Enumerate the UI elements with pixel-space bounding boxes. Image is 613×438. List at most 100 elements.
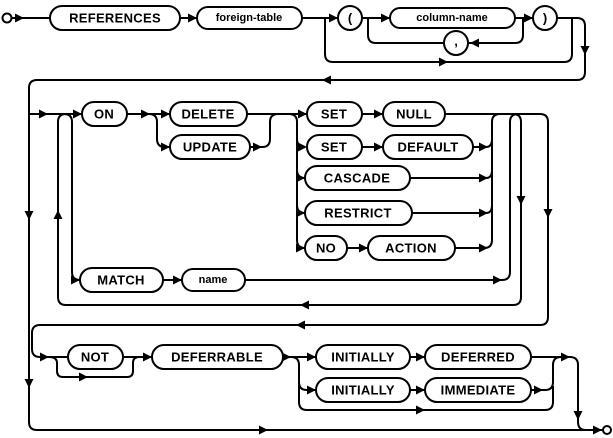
keyword-label: UPDATE (183, 140, 237, 155)
arrow-right (161, 142, 170, 152)
arrow-right (416, 405, 425, 415)
arrow-right (381, 13, 390, 23)
punct-label: , (454, 34, 458, 49)
node-close-paren: ) (532, 5, 558, 31)
arrow-right (479, 243, 488, 253)
arrow-right (143, 352, 152, 362)
keyword-box (67, 344, 124, 370)
node-deferred: DEFERRED (424, 344, 532, 370)
keyword-label: CASCADE (324, 171, 390, 186)
flow-arrows (15, 13, 602, 435)
arrow-right (39, 109, 48, 119)
keyword-label: DEFERRABLE (171, 350, 263, 365)
keyword-box (382, 134, 474, 160)
arrow-right (329, 13, 338, 23)
keyword-box (151, 344, 284, 370)
arrow-down (580, 46, 590, 55)
keyword-box (169, 134, 251, 160)
keyword-label: DEFAULT (397, 140, 458, 155)
keyword-box (81, 101, 128, 127)
arrow-right (307, 352, 316, 362)
arrow-right (359, 243, 368, 253)
keyword-label: IMMEDIATE (441, 383, 516, 398)
keyword-label: DEFERRED (441, 350, 515, 365)
arrow-right (71, 275, 80, 285)
arrow-right (307, 385, 316, 395)
update-split (148, 113, 170, 148)
keyword-box (306, 101, 363, 127)
main-line (11, 17, 603, 431)
node-restrict: RESTRICT (304, 200, 413, 226)
node-initially-2: INITIALLY (315, 377, 411, 403)
keyword-label: SET (321, 107, 347, 122)
paren-bypass (324, 18, 573, 63)
node-no: NO (304, 235, 348, 261)
keyword-label: ACTION (385, 241, 437, 256)
keyword-box (79, 267, 164, 293)
keyword-box (304, 200, 413, 226)
nonterminal-label: name (199, 274, 228, 286)
start-terminal-icon (1, 12, 13, 24)
keyword-label: DELETE (181, 107, 234, 122)
node-action: ACTION (367, 235, 456, 261)
loop-return (57, 113, 522, 306)
arrow-right (479, 173, 488, 183)
arrow-left (322, 75, 331, 85)
keyword-box (424, 344, 532, 370)
nonterminal-box (181, 268, 246, 292)
keyword-box (424, 377, 532, 403)
keyword-label: SET (321, 140, 347, 155)
keyword-label: NULL (396, 107, 432, 122)
node-comma: , (443, 30, 469, 56)
keyword-box (306, 134, 363, 160)
arrow-right (259, 425, 268, 435)
actions-exit (31, 113, 549, 358)
node-match: MATCH (79, 267, 164, 293)
arrow-right (524, 13, 533, 23)
arrow-right (40, 352, 49, 362)
arrow-right (298, 142, 307, 152)
arrow-up (53, 210, 63, 219)
node-immediate: IMMEDIATE (424, 377, 532, 403)
nonterminal-label: foreign-table (216, 12, 283, 24)
arrow-right (374, 109, 383, 119)
node-deferrable: DEFERRABLE (151, 344, 284, 370)
node-null: NULL (382, 101, 446, 127)
match-merge-up (245, 113, 519, 281)
node-delete: DELETE (169, 101, 248, 127)
node-foreign-table: foreign-table (196, 6, 303, 30)
keyword-box (367, 235, 456, 261)
arrow-right (141, 109, 150, 119)
end-terminal-icon (602, 425, 612, 435)
arrow-down (516, 196, 526, 205)
node-column-name: column-name (389, 7, 516, 29)
arrow-right (479, 142, 488, 152)
arrow-right (161, 109, 170, 119)
arrow-right (15, 13, 24, 23)
arrow-right (298, 109, 307, 119)
arrow-right (253, 142, 262, 152)
arrow-left (470, 38, 479, 48)
keyword-label: NO (316, 241, 336, 256)
arrow-right (296, 243, 305, 253)
punct-box (443, 30, 469, 56)
arrow-right (561, 352, 570, 362)
keyword-label: MATCH (97, 273, 144, 288)
arrow-down (543, 209, 553, 218)
nonterminal-box (389, 7, 516, 29)
keyword-label: RESTRICT (324, 206, 391, 221)
keyword-box (49, 5, 181, 31)
punct-box (337, 5, 363, 31)
keyword-box (315, 344, 411, 370)
immediate-merge (531, 356, 562, 391)
update-merge (250, 113, 279, 148)
node-initially-1: INITIALLY (315, 344, 411, 370)
keyword-box (304, 165, 411, 191)
arrow-down (24, 379, 34, 388)
node-not: NOT (67, 344, 124, 370)
node-set-2: SET (306, 134, 363, 160)
not-bypass (48, 356, 140, 378)
keyword-box (169, 101, 248, 127)
